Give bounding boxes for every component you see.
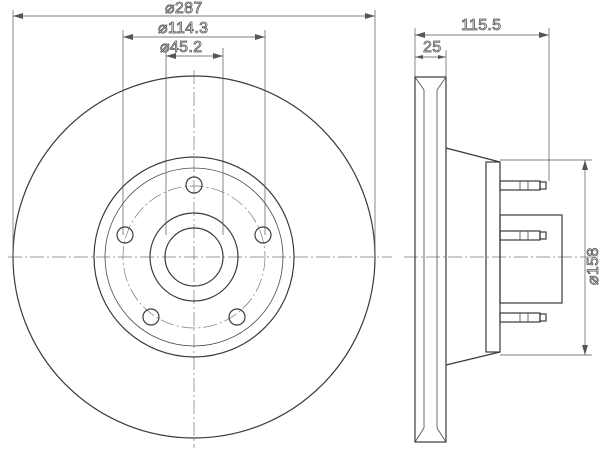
- hat-taper-lower: [445, 351, 501, 366]
- vent-bottom-left-bevel: [414, 427, 425, 443]
- bolt-hole-lower-right: [228, 308, 246, 326]
- dim-height-arrow-left: [415, 32, 425, 38]
- bolt-hole-right: [254, 226, 272, 244]
- dim-bore-arrow-left: [166, 53, 176, 59]
- center-bore-inner: [164, 227, 224, 287]
- dim-total-height-label: 115.5: [461, 17, 501, 34]
- dim-outer-arrow-left: [13, 13, 23, 19]
- bolt-hole-left: [116, 226, 134, 244]
- dim-bolt-arrow-left: [123, 34, 133, 40]
- hub-nose: [499, 214, 563, 304]
- disc-section-outline: [414, 76, 447, 443]
- dim-center-bore-label: ⌀45.2: [160, 39, 202, 56]
- stud-upper: [499, 180, 547, 191]
- dim-bolt-arrow-right: [255, 34, 265, 40]
- bolt-hole-lower-left: [142, 308, 160, 326]
- dim-height-arrow-right: [539, 32, 549, 38]
- dim-disc-thickness-label: 25: [423, 39, 441, 56]
- center-bore-outer: [149, 212, 239, 302]
- dim-thickness-arrow-left: [415, 55, 423, 59]
- hub-inner-circle: [104, 167, 284, 347]
- bolt-circle-centerline: [122, 185, 266, 329]
- dim-hub-arrow-bottom: [582, 345, 588, 355]
- dim-outer-diameter-label: ⌀287: [165, 0, 203, 17]
- vent-bottom-right-bevel: [436, 427, 447, 443]
- dim-hub-arrow-top: [582, 160, 588, 170]
- vent-top-right-bevel: [436, 76, 447, 91]
- front-view: ⌀287 ⌀114.3 ⌀45.2: [8, 0, 392, 448]
- dim-outer-arrow-right: [365, 13, 375, 19]
- hat-taper-upper: [445, 147, 501, 163]
- stud-middle: [499, 230, 547, 241]
- dim-bolt-circle-label: ⌀114.3: [158, 20, 208, 37]
- vent-top-left-bevel: [414, 76, 425, 91]
- bolt-hole-top: [185, 176, 203, 194]
- stud-lower: [499, 312, 547, 323]
- dim-hub-diameter-label: ⌀158: [585, 247, 600, 285]
- side-view: 115.5 25 ⌀158: [404, 17, 600, 443]
- dim-thickness-arrow-right: [438, 55, 446, 59]
- hub-hat-circle: [93, 156, 295, 358]
- dim-bore-arrow-right: [213, 53, 223, 59]
